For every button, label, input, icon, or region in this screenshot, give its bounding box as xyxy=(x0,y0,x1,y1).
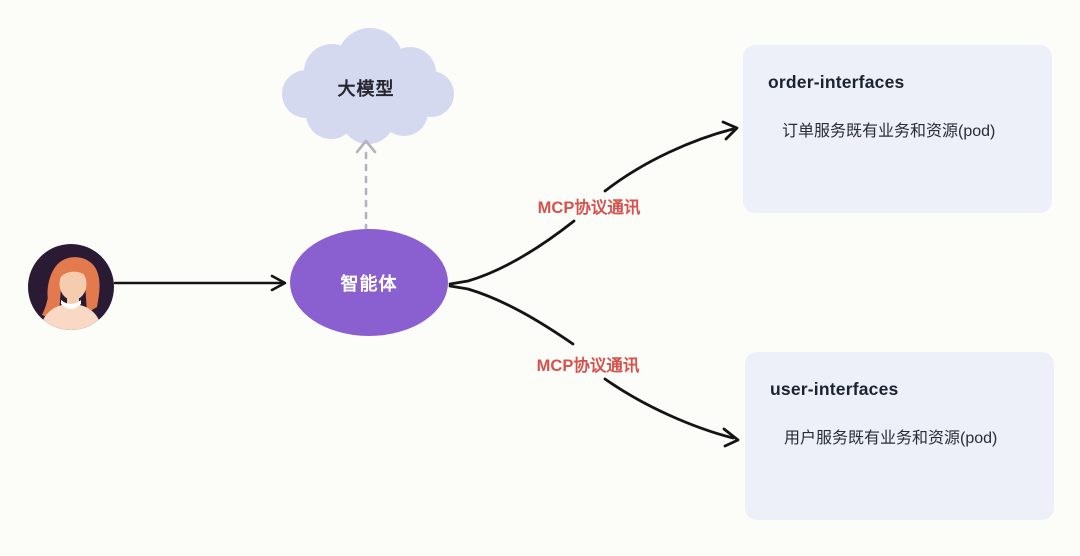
service-title: order-interfaces xyxy=(768,72,905,92)
avatar-hair xyxy=(47,257,100,315)
user-avatar-icon xyxy=(28,244,114,330)
agent-to-order-arrow xyxy=(448,120,739,286)
mcp-protocol-label-bottom: MCP协议通讯 xyxy=(532,351,644,377)
service-box-user-interfaces: user-interfaces 用户服务既有业务和资源(pod) xyxy=(745,352,1054,520)
user-to-agent-arrow xyxy=(113,274,287,292)
avatar-collar xyxy=(61,300,81,309)
service-title: user-interfaces xyxy=(770,379,899,399)
service-description: 订单服务既有业务和资源(pod) xyxy=(782,123,996,140)
agent-label: 智能体 xyxy=(340,273,398,294)
agent-to-user-arrow xyxy=(448,284,740,448)
service-box-order-interfaces: order-interfaces 订单服务既有业务和资源(pod) xyxy=(743,45,1052,213)
agent-to-model-dashed-arrow xyxy=(355,139,377,232)
model-cloud-label: 大模型 xyxy=(337,79,395,99)
avatar-face xyxy=(59,268,87,300)
avatar-shirt xyxy=(40,304,102,330)
agent-node: 智能体 xyxy=(290,229,448,336)
cloud-icon xyxy=(282,28,454,144)
service-description: 用户服务既有业务和资源(pod) xyxy=(784,430,998,447)
mcp-protocol-label-top: MCP协议通讯 xyxy=(533,193,645,219)
